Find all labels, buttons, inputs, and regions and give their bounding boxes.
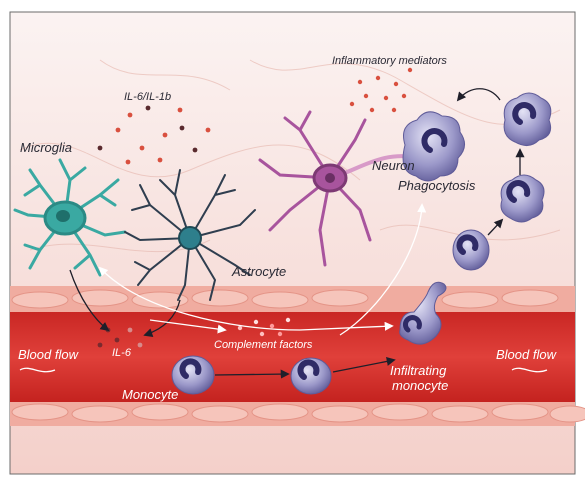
label-microglia: Microglia (20, 140, 72, 155)
label-monocyte: Monocyte (122, 387, 178, 402)
label-blood-flow-left: Blood flow (18, 347, 80, 362)
complement-factor-dots (237, 317, 291, 337)
phagocyte-cells (402, 92, 552, 271)
label-astrocyte: Astrocyte (231, 264, 286, 279)
label-phagocytosis: Phagocytosis (398, 178, 476, 193)
label-neuron: Neuron (372, 158, 415, 173)
label-complement-factors: Complement factors (214, 339, 313, 351)
label-il6-il1b: IL-6/IL-1b (124, 91, 171, 103)
monocyte-cells (171, 281, 447, 395)
inflammatory-mediator-dots (349, 67, 413, 113)
astrocyte-cell (124, 169, 256, 301)
label-inflammatory-mediators: Inflammatory mediators (332, 55, 447, 67)
pathway-arrows (19, 88, 548, 379)
label-infiltrating: Infiltrating (390, 363, 447, 378)
label-infiltrating-monocyte: monocyte (392, 378, 448, 393)
endothelial-cells-top (11, 289, 559, 309)
label-blood-flow-right: Blood flow (496, 347, 558, 362)
label-il6: IL-6 (112, 347, 132, 359)
cytokine-dots (97, 105, 211, 348)
vessel-lumen (10, 312, 575, 402)
endothelial-cells-bottom (11, 403, 585, 423)
microglia-cell (13, 158, 127, 277)
